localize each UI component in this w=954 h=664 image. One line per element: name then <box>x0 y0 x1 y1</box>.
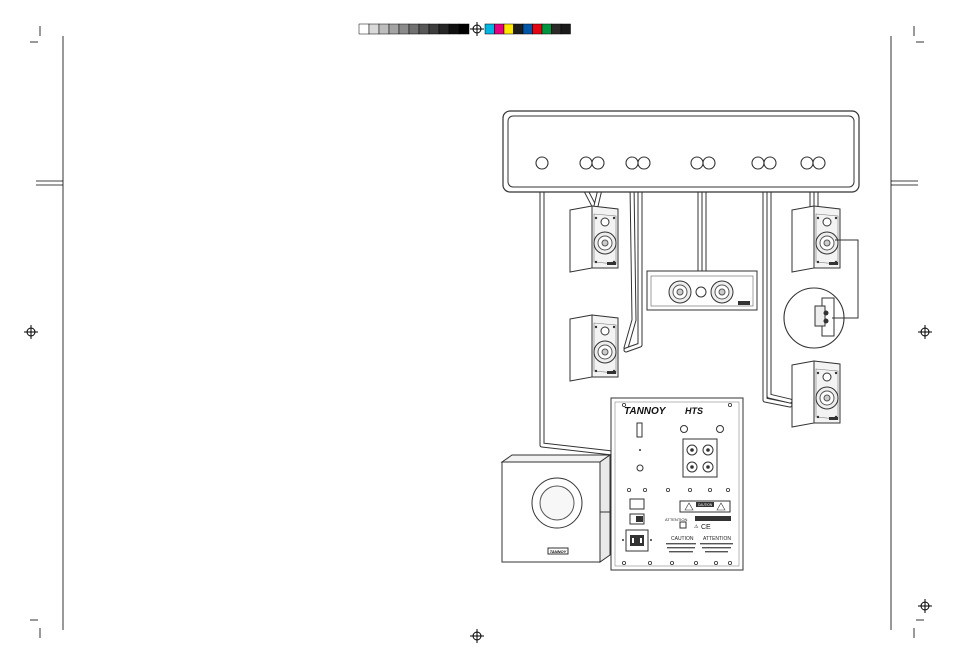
color-swatch <box>495 24 505 34</box>
speaker-badge <box>829 262 838 265</box>
color-swatch <box>523 24 533 34</box>
speaker-terminal <box>626 157 638 169</box>
caution-heading: CAUTION <box>671 536 694 542</box>
svg-text:⚠: ⚠ <box>694 524 699 530</box>
gray-swatch <box>409 24 419 34</box>
cable-outline <box>769 169 790 401</box>
gray-swatch <box>449 24 459 34</box>
speaker-rear-left <box>570 315 618 381</box>
speaker-front-right <box>792 206 840 272</box>
speaker-terminal <box>592 157 604 169</box>
registration-mark-bottom-right <box>918 599 932 613</box>
svg-text:CE: CE <box>701 524 711 531</box>
gray-swatch <box>379 24 389 34</box>
color-swatch <box>552 24 562 34</box>
speaker-terminal <box>580 157 592 169</box>
caution-badge: CAUTION <box>698 503 713 507</box>
cable-core <box>769 169 790 401</box>
speaker-rear-right <box>792 361 840 427</box>
gray-swatch <box>359 24 369 34</box>
speaker-badge <box>829 417 838 420</box>
speaker-terminal <box>764 157 776 169</box>
color-swatch <box>485 24 495 34</box>
speaker-terminal <box>691 157 703 169</box>
subwoofer-rear-panel: TANNOY HTS CAUTION ATTENTION ⚠ CE <box>611 398 743 570</box>
speaker-center <box>647 271 757 310</box>
registration-mark-bottom <box>470 629 484 643</box>
gray-swatch <box>429 24 439 34</box>
speaker-terminal <box>801 157 813 169</box>
speaker-badge <box>607 262 616 265</box>
gray-swatch <box>399 24 409 34</box>
panel-brand: TANNOY <box>624 406 667 417</box>
attention-label: ATTENTION <box>665 517 687 522</box>
subwoofer-badge: TANNOY <box>550 549 567 554</box>
speaker-terminal <box>813 157 825 169</box>
speaker-terminal <box>536 157 548 169</box>
registration-mark-top <box>470 22 484 36</box>
color-swatch <box>504 24 514 34</box>
speaker-badge <box>607 371 616 374</box>
speaker-terminal <box>752 157 764 169</box>
cable-outline <box>758 169 790 405</box>
gray-swatch <box>369 24 379 34</box>
subwoofer: TANNOY <box>502 455 612 562</box>
print-color-bar <box>359 24 571 34</box>
av-receiver <box>503 111 859 192</box>
panel-model: HTS <box>685 406 703 416</box>
gray-swatch <box>459 24 469 34</box>
speaker-front-left <box>570 206 618 272</box>
gray-swatch <box>439 24 449 34</box>
attention-heading: ATTENTION <box>703 536 731 542</box>
gray-swatch <box>419 24 429 34</box>
speaker-terminal <box>703 157 715 169</box>
color-swatch <box>561 24 571 34</box>
color-swatch <box>542 24 552 34</box>
color-swatch <box>533 24 543 34</box>
registration-mark-left <box>24 325 38 339</box>
color-swatch <box>514 24 524 34</box>
registration-mark-right <box>918 325 932 339</box>
speaker-terminal <box>638 157 650 169</box>
gray-swatch <box>389 24 399 34</box>
